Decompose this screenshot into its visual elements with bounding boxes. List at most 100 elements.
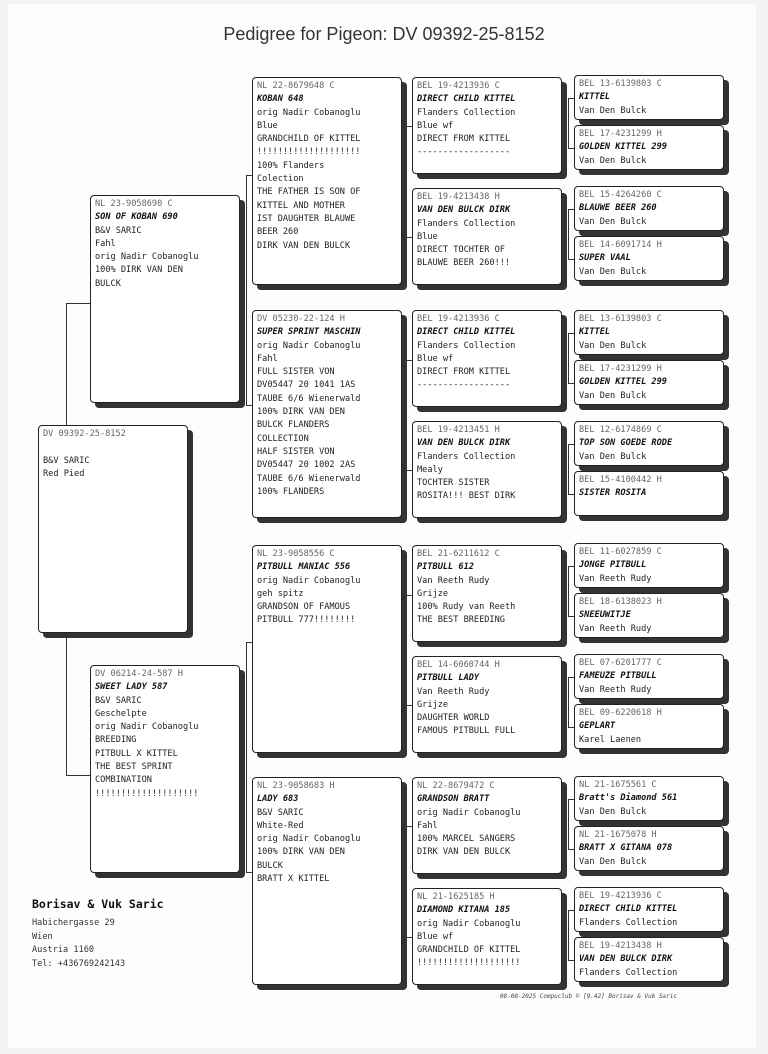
- connector-line: [406, 595, 407, 705]
- pigeon-name: VAN DEN BULCK DIRK: [579, 954, 673, 965]
- info-line: Blue: [257, 120, 278, 131]
- owner-name: Borisav & Vuk Saric: [32, 897, 164, 911]
- connector-line: [246, 642, 252, 643]
- info-line: DIRECT TOCHTER OF: [417, 245, 505, 256]
- info-line: Van Den Bulck: [579, 340, 647, 351]
- info-line: Van Den Bulck: [579, 390, 647, 401]
- card-gen2-1: NL 22-8679648 C KOBAN 648 orig Nadir Coban…: [252, 77, 402, 285]
- ring-number: BEL 21-6211612 C: [417, 549, 500, 559]
- info-line: orig Nadir Cobanoglu: [417, 918, 521, 929]
- connector-line: [568, 98, 569, 148]
- info-line: orig Nadir Cobanoglu: [417, 807, 521, 818]
- connector-line: [568, 209, 574, 210]
- connector-line: [406, 360, 407, 470]
- info-line: Flanders Collection: [417, 218, 516, 229]
- info-line: Geschelpte: [95, 708, 147, 719]
- info-line: B&V SARIC: [43, 455, 90, 466]
- pigeon-name: PITBULL MANIAC 556: [257, 562, 351, 573]
- pigeon-name: SON OF KOBAN 690: [95, 212, 178, 223]
- info-line: orig Nadir Cobanoglu: [257, 107, 361, 118]
- info-line: Flanders Collection: [417, 340, 516, 351]
- pigeon-name: DIAMOND KITANA 185: [417, 905, 511, 916]
- ring-number: NL 22-8679648 C: [257, 81, 335, 91]
- info-line: Van Den Bulck: [579, 105, 647, 116]
- info-line: orig Nadir Cobanoglu: [257, 834, 361, 845]
- connector-line: [568, 677, 569, 727]
- info-line: Fahl: [417, 820, 438, 831]
- connector-line: [246, 872, 252, 873]
- info-line: Blue: [417, 231, 438, 242]
- info-line: BEER 260: [257, 227, 299, 238]
- ring-number: BEL 13-6139803 C: [579, 314, 662, 324]
- connector-line: [568, 849, 574, 850]
- pigeon-name: PITBULL 612: [417, 562, 474, 573]
- ring-number: BEL 19-4213438 H: [579, 941, 662, 951]
- ring-number: DV 06214-24-587 H: [95, 669, 183, 679]
- info-line: Van Den Bulck: [579, 451, 647, 462]
- owner-address-city: Wien: [32, 931, 53, 942]
- owner-phone: Tel: +436769242143: [32, 958, 126, 969]
- info-line: DV05447 20 1002 2AS: [257, 460, 356, 471]
- connector-line: [66, 633, 67, 775]
- info-line: THE BEST SPRINT: [95, 762, 173, 773]
- info-line: ROSITA!!! BEST DIRK: [417, 491, 516, 502]
- pigeon-name: FAMEUZE PITBULL: [579, 671, 657, 682]
- info-line: BULCK: [257, 860, 283, 871]
- pigeon-name: SNEEUWITJE: [579, 610, 631, 621]
- ring-number: BEL 15-4100442 H: [579, 475, 662, 485]
- connector-line: [568, 677, 574, 678]
- ring-number: BEL 14-6060744 H: [417, 660, 500, 670]
- connector-line: [568, 727, 574, 728]
- info-line: DIRECT FROM KITTEL: [417, 367, 511, 378]
- connector-line: [406, 705, 412, 706]
- connector-line: [568, 444, 569, 494]
- info-line: Van Den Bulck: [579, 806, 647, 817]
- info-line: 100% Rudy van Reeth: [417, 602, 516, 613]
- connector-line: [568, 566, 569, 616]
- connector-line: [568, 98, 574, 99]
- page-title: Pedigree for Pigeon: DV 09392-25-8152: [223, 24, 545, 44]
- info-line: DAUGHTER WORLD: [417, 713, 490, 724]
- pigeon-name: KOBAN 648: [257, 94, 304, 105]
- pigeon-name: GEPLART: [579, 721, 616, 732]
- info-line: 100% DIRK VAN DEN: [95, 265, 183, 276]
- connector-line: [66, 775, 90, 776]
- info-line: 100% FLANDERS: [257, 486, 325, 497]
- connector-line: [246, 175, 247, 405]
- info-line: !!!!!!!!!!!!!!!!!!!!: [95, 788, 199, 799]
- info-line: DIRK VAN DEN BULCK: [417, 847, 511, 858]
- info-line: Karel Laenen: [579, 734, 642, 745]
- info-line: BREEDING: [95, 735, 137, 746]
- pigeon-name: GOLDEN KITTEL 299: [579, 142, 667, 153]
- pigeon-name: KITTEL: [579, 92, 611, 103]
- info-line: ------------------: [417, 147, 511, 158]
- pigeon-name: TOP SON GOEDE RODE: [579, 438, 673, 449]
- ring-number: NL 23-9058556 C: [257, 549, 335, 559]
- info-line: Grijze: [417, 699, 449, 710]
- info-line: BRATT X KITTEL: [257, 874, 330, 885]
- info-line: orig Nadir Cobanoglu: [257, 575, 361, 586]
- info-line: IST DAUGHTER BLAUWE: [257, 213, 356, 224]
- info-line: GRANDCHILD OF KITTEL: [417, 945, 521, 956]
- pigeon-name: GOLDEN KITTEL 299: [579, 377, 667, 388]
- info-line: B&V SARIC: [257, 807, 304, 818]
- owner-contact: Borisav & Vuk Saric Habichergasse 29 Wie…: [32, 897, 164, 971]
- info-line: geh spitz: [257, 588, 304, 599]
- info-line: Van Reeth Rudy: [417, 686, 490, 697]
- ring-number: BEL 19-4213451 H: [417, 425, 500, 435]
- info-line: THE FATHER IS SON OF: [257, 187, 361, 198]
- info-line: FAMOUS PITBULL FULL: [417, 726, 516, 737]
- connector-line: [406, 126, 412, 127]
- info-line: COMBINATION: [95, 775, 152, 786]
